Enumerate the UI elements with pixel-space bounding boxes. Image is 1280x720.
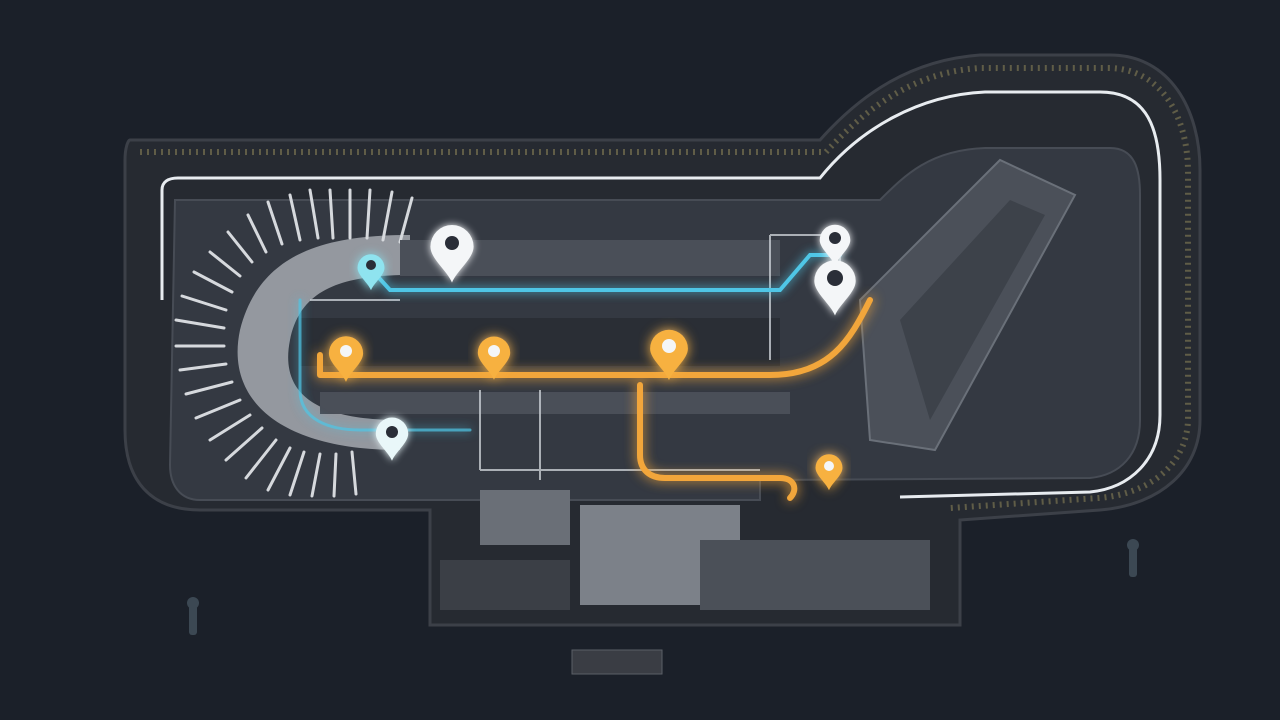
support-building-4 (440, 560, 570, 610)
pin-white-large[interactable] (430, 225, 474, 283)
support-building-1 (480, 490, 570, 545)
pin-orange-4[interactable] (815, 454, 843, 491)
support-building-3 (700, 540, 930, 610)
orange-route (317, 297, 873, 501)
gate-arc (237, 235, 410, 450)
pin-orange-2[interactable] (477, 336, 511, 380)
concourse-lower (320, 392, 790, 414)
pin-orange-1[interactable] (328, 336, 364, 382)
blue-route (298, 253, 842, 432)
right-pier-inner (900, 200, 1045, 420)
perimeter-dotted-track (140, 65, 1191, 511)
faint-marker-left-icon (187, 597, 199, 635)
perimeter-road (160, 90, 1162, 499)
pin-orange-3[interactable] (650, 329, 688, 381)
concourse-middle (300, 318, 780, 366)
pin-white-right-1[interactable] (819, 224, 851, 266)
pin-blue-bottom[interactable] (375, 417, 409, 461)
faint-marker-right-icon (1127, 539, 1139, 577)
parking-lot (571, 649, 663, 675)
pin-blue-top[interactable] (357, 254, 385, 291)
pin-white-right-2[interactable] (814, 260, 856, 316)
gate-spokes (174, 188, 414, 498)
